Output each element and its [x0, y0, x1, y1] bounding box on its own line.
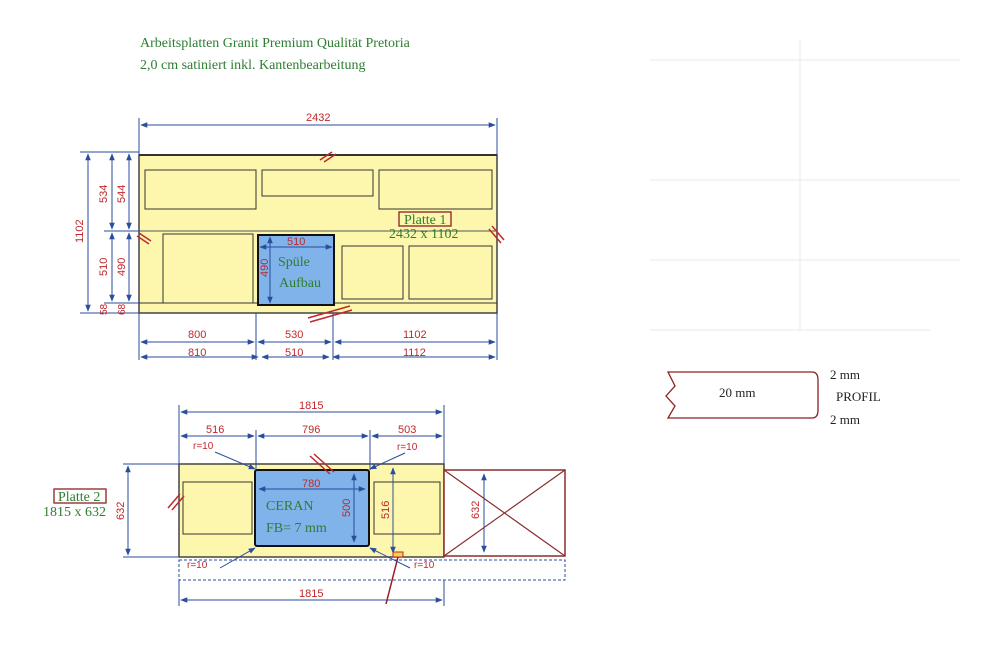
cabinet — [182, 481, 253, 535]
plate-2-size: 1815 x 632 — [43, 505, 106, 520]
dim-plate-2-depth: 632 — [115, 502, 127, 520]
dim-right-depth: 516 — [380, 501, 392, 519]
dim-sink-width: 510 — [287, 236, 305, 248]
profile-shape — [665, 371, 819, 419]
dim-seg-bottom-2: 510 — [285, 347, 303, 359]
radius-bottom-right: r=10 — [414, 560, 435, 571]
joint-mark — [309, 453, 335, 475]
dim-plate-1-depth: 1102 — [74, 219, 86, 243]
sink-label-line-2: Aufbau — [279, 276, 321, 291]
dim-seg-bottom-3: 1112 — [403, 347, 426, 359]
plate-1: Spüle Aufbau 510 490 Platte 1 2432 x 110… — [136, 151, 505, 323]
dim-seg-top-3: 1102 — [403, 329, 427, 341]
joint-mark — [136, 232, 152, 245]
radius-top-left: r=10 — [193, 441, 214, 452]
extension-box: 632 — [443, 469, 566, 557]
plate-2: CERAN FB= 7 mm 780 500 516 r=10 r=10 r=1… — [43, 441, 445, 605]
dim-plate-2-width-top: 1815 — [299, 400, 323, 412]
cooktop-label-line-1: CERAN — [266, 499, 313, 514]
title-line-2: 2,0 cm satiniert inkl. Kantenbearbeitung — [140, 58, 366, 73]
dim-front-offset-a: 58 — [99, 303, 110, 315]
dim-cutout-depth: 500 — [341, 499, 353, 517]
joint-mark — [319, 151, 337, 163]
cabinet — [373, 481, 441, 535]
joint-mark — [307, 305, 353, 323]
dim-plate-2-seg-1: 516 — [206, 424, 224, 436]
cabinet — [408, 245, 493, 300]
cooktop-label-line-2: FB= 7 mm — [266, 521, 327, 536]
dim-depth-upper: 534 — [98, 185, 110, 203]
dim-plate-2-width-bottom: 1815 — [299, 588, 323, 600]
dim-plate-2-seg-2: 796 — [302, 424, 320, 436]
edge-profile: 20 mm 2 mm PROFIL 2 mm — [665, 367, 881, 427]
joint-mark — [488, 225, 505, 244]
dim-seg-top-1: 800 — [188, 329, 206, 341]
plate-2-label: Platte 2 — [58, 490, 100, 505]
profile-bottom-chamfer: 2 mm — [830, 412, 860, 427]
profile-thickness: 20 mm — [719, 385, 755, 400]
dim-cutout-width: 780 — [302, 478, 320, 490]
plate-1-label-box — [398, 211, 452, 227]
dim-sink-depth: 490 — [259, 259, 271, 277]
dim-depth-upper-inner: 544 — [116, 185, 128, 203]
background-artifacts — [650, 40, 960, 331]
dim-front-offset-b: 68 — [117, 303, 128, 315]
dim-depth-lower-inner: 490 — [116, 258, 128, 276]
profile-label: PROFIL — [836, 389, 881, 404]
profile-top-chamfer: 2 mm — [830, 367, 860, 382]
dim-extension-depth: 632 — [470, 501, 482, 519]
radius-bottom-left: r=10 — [187, 560, 208, 571]
dim-plate-2-seg-3: 503 — [398, 424, 416, 436]
edge-marker — [392, 551, 404, 558]
plate-1-size: 2432 x 1102 — [389, 227, 458, 242]
title-line-1: Arbeitsplatten Granit Premium Qualität P… — [140, 36, 411, 51]
cabinet — [261, 169, 374, 197]
dim-seg-top-2: 530 — [285, 329, 303, 341]
dim-depth-lower: 510 — [98, 258, 110, 276]
joint-mark — [167, 493, 185, 511]
cabinet — [144, 169, 257, 210]
cabinet — [341, 245, 404, 300]
sink-label-line-1: Spüle — [278, 255, 310, 270]
dim-plate-1-width: 2432 — [306, 112, 330, 124]
radius-top-right: r=10 — [397, 442, 418, 453]
dashed-outline — [178, 559, 566, 581]
dim-seg-bottom-1: 810 — [188, 347, 206, 359]
plate-1-label: Platte 1 — [404, 213, 446, 228]
plate-2-label-box — [53, 488, 107, 504]
cabinet — [162, 233, 254, 304]
cabinet — [378, 169, 493, 210]
